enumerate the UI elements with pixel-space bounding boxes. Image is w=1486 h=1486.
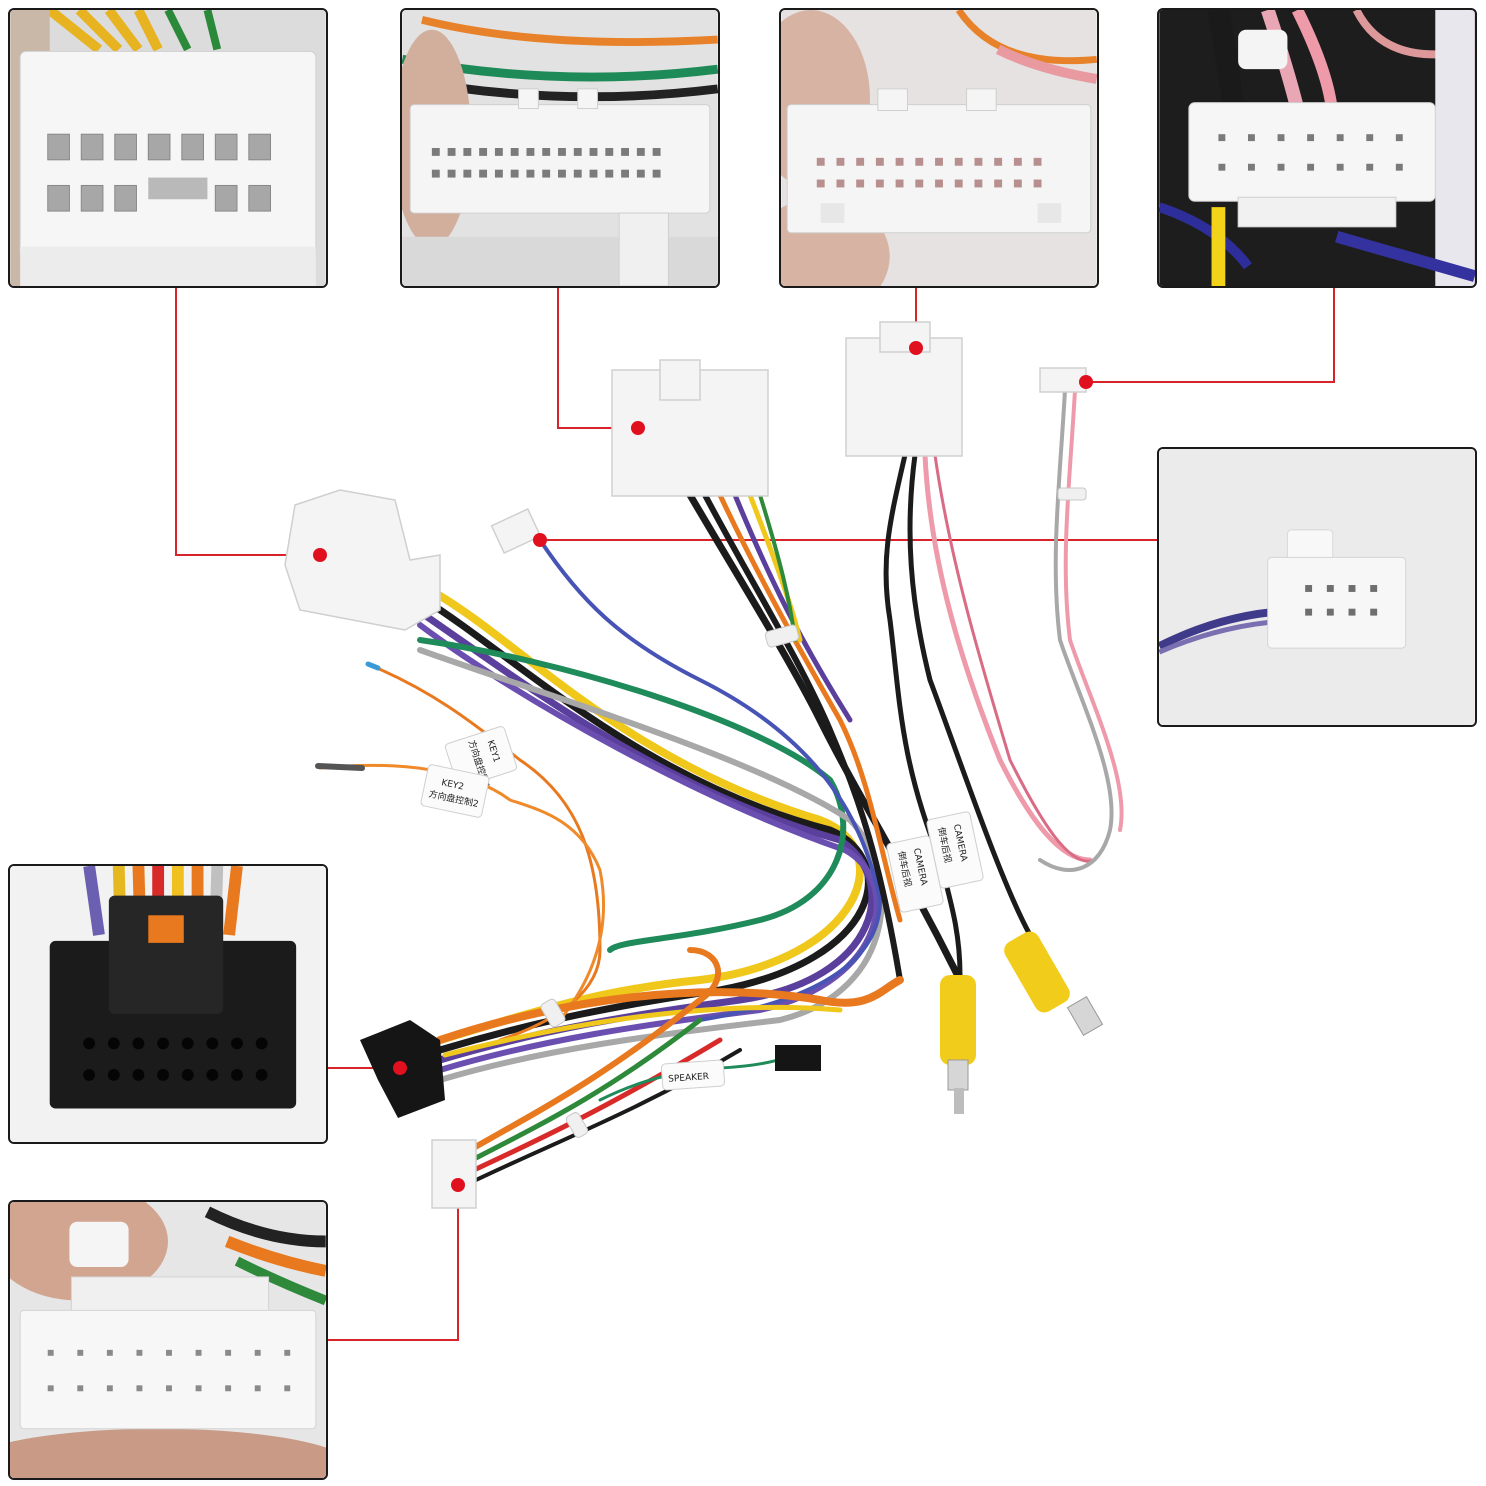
tag-camera-b: CAMERA 倒车后视 bbox=[886, 835, 944, 913]
connector-closeup-6 bbox=[10, 866, 326, 1142]
tag-key2-text: KEY2 bbox=[440, 778, 464, 793]
connector-closeup-7 bbox=[10, 1202, 326, 1478]
connector-closeup-5 bbox=[1159, 449, 1475, 725]
callout-dots bbox=[313, 341, 1093, 1192]
tag-key2: KEY2 方向盘控制2 bbox=[420, 764, 490, 818]
inset-connector-7 bbox=[8, 1200, 328, 1480]
key-wires bbox=[315, 661, 606, 1042]
inset-connector-6 bbox=[8, 864, 328, 1144]
inset-connector-4 bbox=[1157, 8, 1477, 288]
inset-connector-3 bbox=[779, 8, 1099, 288]
connector-closeup-1 bbox=[10, 10, 326, 286]
tag-camera-a: CAMERA 倒车后视 bbox=[926, 811, 984, 889]
inset-connector-2 bbox=[400, 8, 720, 288]
rca-plugs bbox=[940, 931, 1104, 1114]
inset-connector-1 bbox=[8, 8, 328, 288]
connector-closeup-4 bbox=[1159, 10, 1475, 286]
tag-speaker-text: SPEAKER bbox=[668, 1072, 709, 1085]
camera-cables bbox=[883, 388, 1124, 978]
inset-connector-5 bbox=[1157, 447, 1477, 727]
callout-dot-4 bbox=[1079, 375, 1093, 389]
tag-speaker: SPEAKER bbox=[660, 1059, 726, 1091]
callout-dot-2 bbox=[631, 421, 645, 435]
callout-dot-7 bbox=[451, 1178, 465, 1192]
callout-dot-3 bbox=[909, 341, 923, 355]
callout-dot-5 bbox=[533, 533, 547, 547]
zip-ties bbox=[540, 487, 1087, 1138]
connector-closeup-2 bbox=[402, 10, 718, 286]
callout-dot-1 bbox=[313, 548, 327, 562]
callout-dot-6 bbox=[393, 1061, 407, 1075]
connector-closeup-3 bbox=[781, 10, 1097, 286]
